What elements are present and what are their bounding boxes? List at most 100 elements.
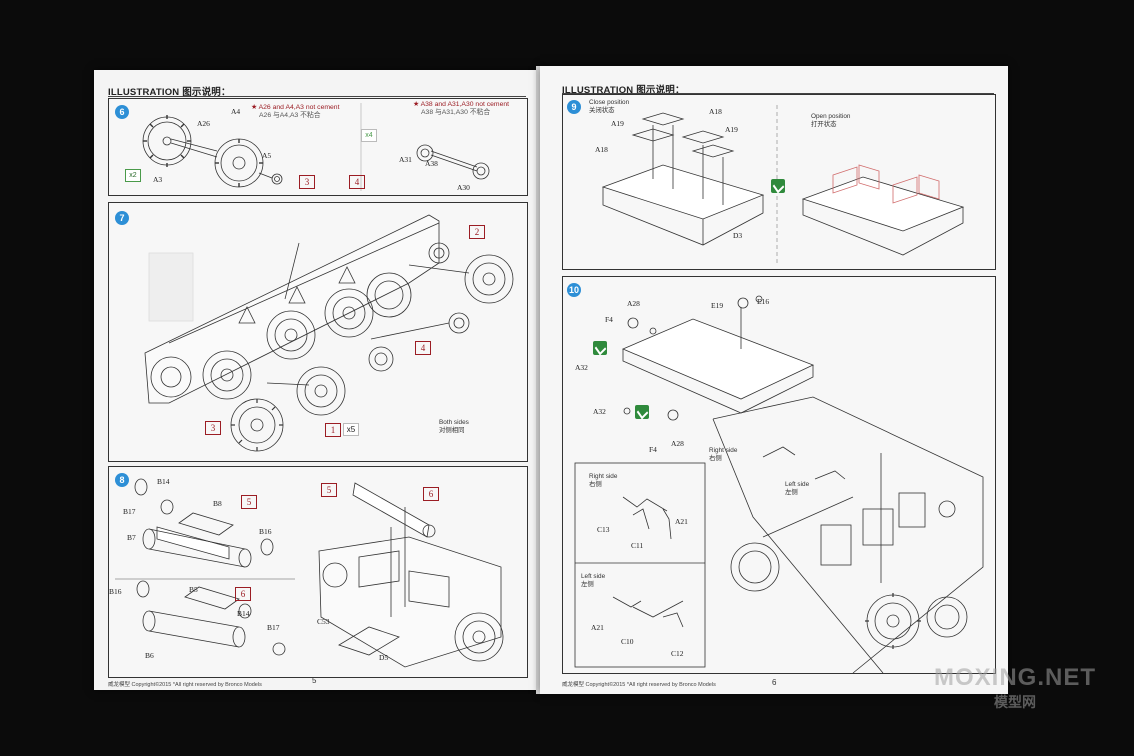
part-label: C53 bbox=[317, 617, 330, 626]
ref-box: 5 bbox=[241, 495, 257, 509]
open-position-label-cn: 打开状态 bbox=[811, 121, 837, 128]
part-label: A19 bbox=[725, 125, 738, 134]
part-label: A28 bbox=[671, 439, 684, 448]
watermark-text-cn: 模型网 bbox=[993, 694, 1036, 710]
page-footer: 威龙模型 Copyright©2015 *All right reserved … bbox=[108, 682, 262, 688]
step-8-panel: 8 bbox=[108, 466, 528, 678]
cement-note-cn: A26 与A4,A3 不粘合 bbox=[259, 112, 321, 119]
quantity-badge: x4 bbox=[361, 129, 377, 142]
part-label: B8 bbox=[213, 499, 222, 508]
ref-box: 4 bbox=[415, 341, 431, 355]
glue-icon bbox=[635, 405, 649, 419]
ref-box: 3 bbox=[299, 175, 315, 189]
right-page: ILLUSTRATION 图示说明： 9 Close position 关闭状态… bbox=[540, 66, 1008, 694]
left-side-label: Left side bbox=[785, 481, 810, 488]
ref-box: 6 bbox=[235, 587, 251, 601]
part-label: C13 bbox=[597, 525, 610, 534]
part-label: A32 bbox=[593, 407, 606, 416]
part-label: D5 bbox=[379, 653, 389, 662]
header-rule bbox=[562, 93, 994, 94]
open-position-label: Open position bbox=[811, 113, 851, 120]
cement-note: ★ A38 and A31,A30 not cement bbox=[413, 101, 510, 108]
glue-icon bbox=[771, 179, 785, 193]
step-badge: 8 bbox=[115, 473, 129, 487]
left-page: ILLUSTRATION 图示说明： 6 bbox=[94, 70, 540, 690]
part-label: E16 bbox=[757, 297, 770, 306]
step-10-panel: 10 bbox=[562, 276, 996, 674]
step-badge: 6 bbox=[115, 105, 129, 119]
right-side-label-cn: 右侧 bbox=[709, 455, 722, 462]
hull-box-drawing bbox=[115, 478, 504, 668]
inset-left-title-cn: 左侧 bbox=[581, 581, 594, 588]
part-label: B16 bbox=[259, 527, 272, 536]
hull-deck-drawing bbox=[574, 295, 984, 674]
page-header: ILLUSTRATION 图示说明： bbox=[108, 87, 231, 98]
step-badge: 10 bbox=[567, 283, 581, 297]
part-label: F4 bbox=[649, 445, 657, 454]
watermark-text: MOXING.NET bbox=[933, 664, 1096, 691]
part-label: B17 bbox=[267, 623, 280, 632]
part-label: A30 bbox=[457, 183, 470, 192]
watermark: MOXING.NET 模型网 bbox=[934, 664, 1096, 712]
page-number: 6 bbox=[772, 678, 777, 687]
part-label: D3 bbox=[733, 231, 743, 240]
part-label: B17 bbox=[123, 507, 136, 516]
page-header: ILLUSTRATION 图示说明： bbox=[562, 85, 685, 96]
step-badge: 9 bbox=[567, 100, 581, 114]
hatch-drawing bbox=[601, 105, 965, 263]
part-label: B5 bbox=[189, 585, 198, 594]
ref-box: 2 bbox=[469, 225, 485, 239]
part-label: A3 bbox=[153, 175, 163, 184]
ref-box: 1 bbox=[325, 423, 341, 437]
part-label: C12 bbox=[671, 649, 684, 658]
left-side-label-cn: 左侧 bbox=[785, 489, 798, 496]
part-label: A21 bbox=[675, 517, 688, 526]
part-label: B14 bbox=[237, 609, 250, 618]
step-7-panel: 7 bbox=[108, 202, 528, 462]
both-sides-note: Both sides bbox=[439, 419, 469, 426]
ref-box: 4 bbox=[349, 175, 365, 189]
part-label: A18 bbox=[709, 107, 722, 116]
part-label: A32 bbox=[575, 363, 588, 372]
ref-box: 5 bbox=[321, 483, 337, 497]
part-label: A19 bbox=[611, 119, 624, 128]
step-6-panel: 6 A26 A4 bbox=[108, 98, 528, 196]
step-badge: 7 bbox=[115, 211, 129, 225]
ref-box: 6 bbox=[423, 487, 439, 501]
glue-icon bbox=[593, 341, 607, 355]
close-position-label-cn: 关闭状态 bbox=[589, 107, 615, 114]
right-side-label: Right side bbox=[709, 447, 738, 454]
part-label: A38 bbox=[425, 159, 438, 168]
inset-right-title-cn: 右侧 bbox=[589, 481, 602, 488]
running-gear-drawing bbox=[144, 214, 514, 452]
quantity-badge: x2 bbox=[125, 169, 141, 182]
part-label: C10 bbox=[621, 637, 634, 646]
part-label: A4 bbox=[231, 107, 241, 116]
inset-left-title: Left side bbox=[581, 573, 606, 580]
part-label: B14 bbox=[157, 477, 170, 486]
header-rule bbox=[108, 96, 526, 97]
close-position-label: Close position bbox=[589, 99, 630, 106]
part-label: A28 bbox=[627, 299, 640, 308]
part-label: B6 bbox=[145, 651, 154, 660]
part-label: A18 bbox=[595, 145, 608, 154]
part-label: A5 bbox=[262, 151, 272, 160]
page-footer: 威龙模型 Copyright©2015 *All right reserved … bbox=[562, 682, 716, 688]
ref-box: 3 bbox=[205, 421, 221, 435]
sprocket-assembly-drawing bbox=[142, 103, 490, 191]
cement-note: ★ A26 and A4,A3 not cement bbox=[251, 104, 340, 111]
part-label: C11 bbox=[631, 541, 644, 550]
inset-right-title: Right side bbox=[589, 473, 618, 480]
step-9-panel: 9 Close position 关闭状态 Open position 打开状态 bbox=[562, 94, 996, 270]
part-label: A31 bbox=[399, 155, 412, 164]
page-number: 5 bbox=[312, 676, 317, 685]
part-label: B7 bbox=[127, 533, 136, 542]
part-label: F4 bbox=[605, 315, 613, 324]
both-sides-note-cn: 对侧相同 bbox=[439, 427, 465, 434]
part-label: A21 bbox=[591, 623, 604, 632]
cement-note-cn: A38 与A31,A30 不粘合 bbox=[421, 109, 491, 116]
quantity-badge: x5 bbox=[343, 423, 359, 436]
part-label: A26 bbox=[197, 119, 210, 128]
part-label: B16 bbox=[109, 587, 122, 596]
part-label: E19 bbox=[711, 301, 724, 310]
